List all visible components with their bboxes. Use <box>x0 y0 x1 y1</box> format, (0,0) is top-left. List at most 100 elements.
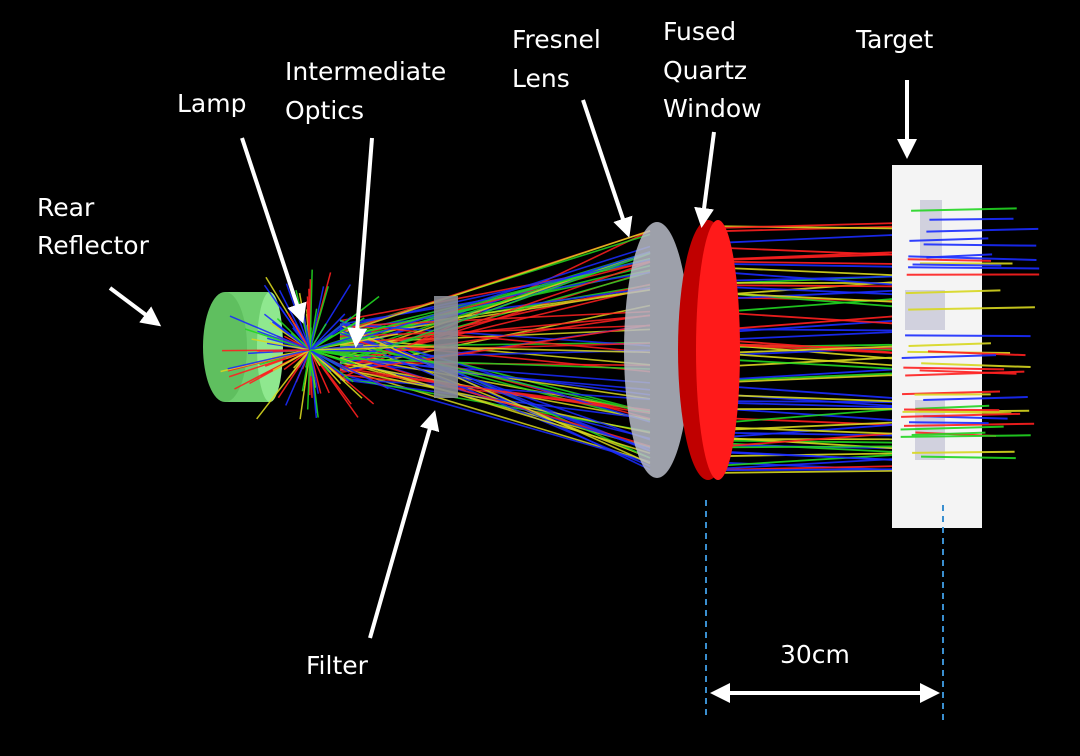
rear-reflector-arrow <box>108 286 162 327</box>
ray <box>256 349 311 420</box>
ray <box>719 439 899 444</box>
ray <box>305 349 311 368</box>
ray <box>719 271 914 287</box>
ray <box>911 431 986 437</box>
ray <box>309 286 329 351</box>
ray <box>923 243 1037 247</box>
ray <box>923 396 1028 401</box>
distance-label: 30cm <box>780 640 850 669</box>
rear-reflector <box>203 292 283 402</box>
rear-reflector-label-line2: Reflector <box>37 231 150 260</box>
ray <box>719 384 908 400</box>
ray <box>908 342 991 348</box>
ray <box>719 345 910 354</box>
ray <box>276 318 311 351</box>
fused-quartz-window <box>678 220 740 480</box>
ray <box>900 425 1004 431</box>
filter-label: Filter <box>306 651 369 680</box>
ray <box>309 313 346 351</box>
ray <box>339 352 651 400</box>
fresnel-lens-arrow <box>581 99 633 238</box>
ray <box>309 349 319 394</box>
ray <box>309 349 330 394</box>
ray <box>309 346 394 351</box>
fused-quartz-window-label-line1: Fused <box>663 17 736 46</box>
ray <box>903 422 1035 427</box>
ray <box>719 394 903 403</box>
ray <box>719 285 896 296</box>
ray <box>719 292 907 304</box>
ray <box>719 468 913 472</box>
ray <box>719 421 899 431</box>
ray <box>719 358 907 371</box>
ray <box>263 313 311 351</box>
ray <box>339 372 651 464</box>
ray <box>903 366 1005 371</box>
ray <box>339 260 651 341</box>
ray <box>901 412 1021 418</box>
ray <box>719 452 913 467</box>
ray <box>927 350 1026 357</box>
ray <box>719 328 898 332</box>
ray <box>283 349 311 371</box>
ray <box>900 434 1031 438</box>
ray <box>719 401 913 409</box>
ray <box>272 349 311 372</box>
ray <box>256 349 311 352</box>
ray <box>719 311 901 325</box>
ray <box>339 357 651 370</box>
fused-quartz-window-label-line3: Window <box>663 94 762 123</box>
target <box>892 165 982 528</box>
ray <box>719 266 909 277</box>
ray <box>719 260 906 266</box>
fused-quartz-window-arrow <box>694 131 716 228</box>
ray <box>309 349 389 359</box>
ray <box>719 246 900 256</box>
ray <box>309 349 350 373</box>
intermediate-optics-label-line2: Optics <box>285 96 364 125</box>
ray <box>921 455 1016 460</box>
ray <box>908 255 1037 261</box>
ray <box>719 296 913 313</box>
ray <box>719 373 909 384</box>
fresnel-lens <box>624 222 690 478</box>
ray <box>339 314 651 346</box>
ray <box>719 233 906 244</box>
ray <box>908 266 1040 270</box>
ray <box>719 469 907 474</box>
ray <box>339 366 651 415</box>
filter <box>434 296 458 398</box>
rear-reflector-label: Rear Reflector <box>37 193 150 260</box>
ray <box>919 369 1017 375</box>
ray <box>719 400 911 404</box>
ray <box>719 372 899 382</box>
fused-quartz-window-label-line2: Quartz <box>663 56 747 85</box>
ray <box>339 314 651 361</box>
intermediate-optics-arrow <box>347 137 374 348</box>
ray <box>719 352 896 367</box>
target-label: Target <box>855 25 934 54</box>
ray <box>907 258 992 262</box>
ray <box>339 367 651 463</box>
ray <box>719 222 896 229</box>
ray <box>339 358 651 384</box>
filter-arrow <box>368 410 440 639</box>
ray <box>902 409 1030 413</box>
ray <box>915 404 990 410</box>
ray <box>309 323 327 351</box>
ray <box>719 464 914 471</box>
ray <box>912 263 1002 267</box>
ray <box>306 349 311 410</box>
lamp-burst <box>220 269 398 420</box>
ray <box>921 362 1031 369</box>
ray <box>339 336 651 366</box>
ray <box>911 207 1017 212</box>
ray <box>309 349 330 373</box>
fused-quartz-window-label: Fused Quartz Window <box>663 17 762 123</box>
light-rays <box>339 222 915 474</box>
lamp-arrow <box>240 137 307 324</box>
lamp-label: Lamp <box>177 89 246 118</box>
ray <box>339 289 651 340</box>
ray <box>309 349 319 418</box>
